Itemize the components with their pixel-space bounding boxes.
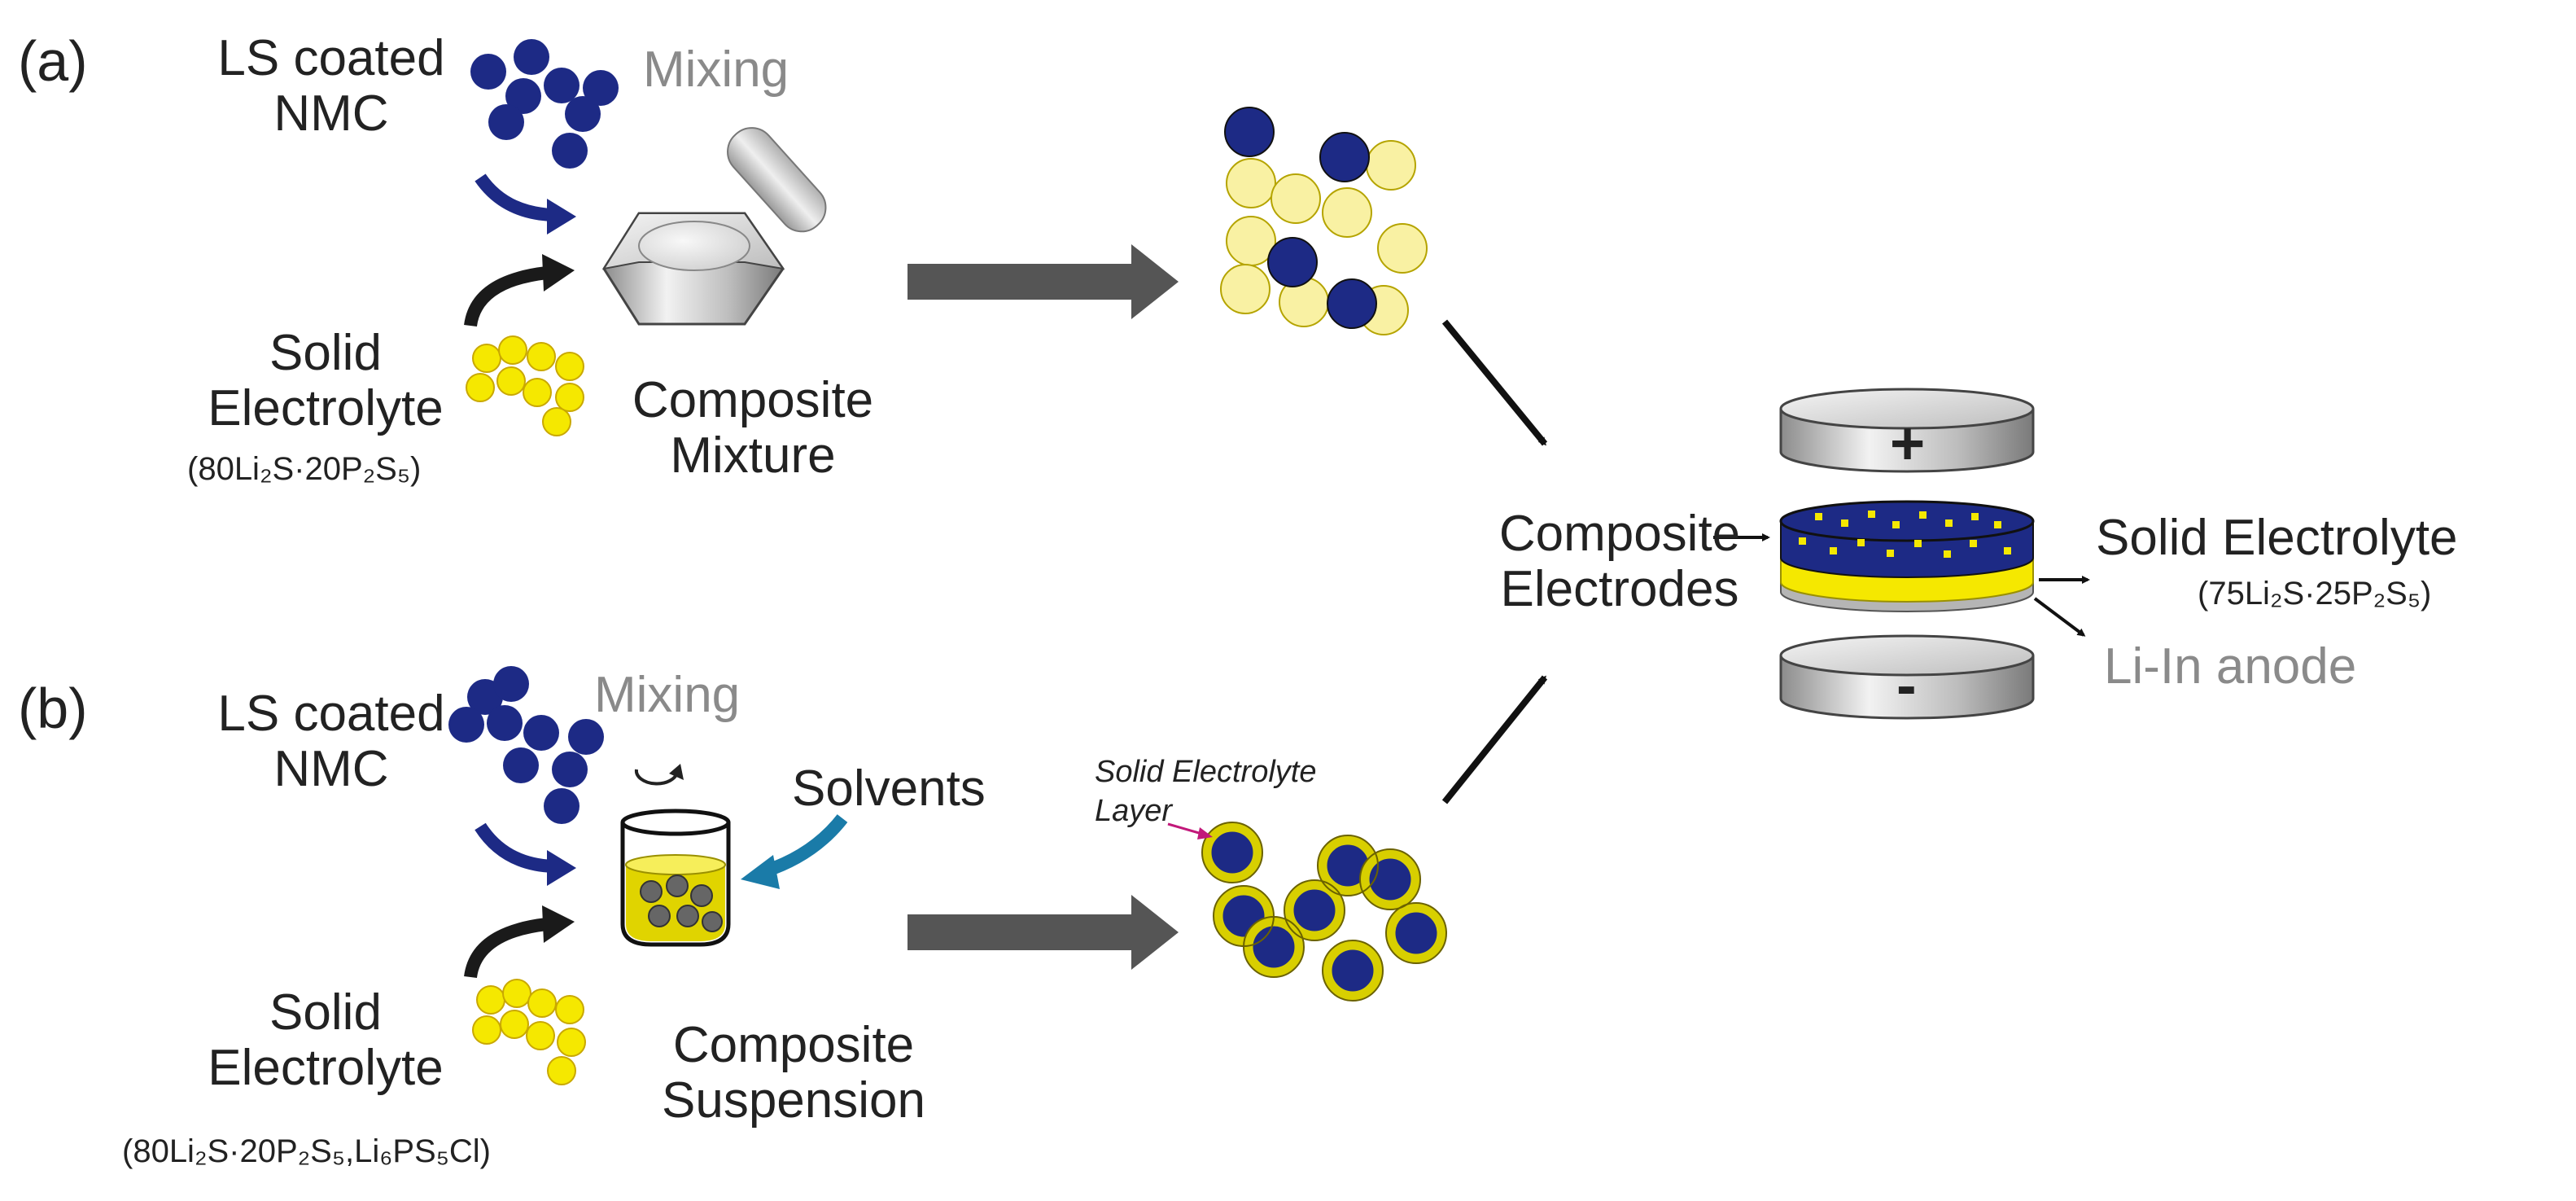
cathode-label-b: LS coated NMC [217, 686, 445, 798]
solvents-label: Solvents [792, 760, 986, 817]
composite-mixture-label: Composite Mixture [632, 372, 874, 484]
beaker [620, 809, 731, 947]
solid-electrolyte-formula: (75Li₂S·25P₂S₅) [2198, 576, 2432, 611]
electrolyte-label-b: Solid Electrolyte [208, 984, 444, 1097]
composite-electrodes-label: Composite Electrodes [1498, 506, 1741, 618]
arrow-to-anode-label [2033, 597, 2086, 637]
layer-pointer [1167, 822, 1213, 839]
cell-stack [1779, 500, 2035, 612]
process-arrow-a [908, 244, 1179, 319]
curved-arrow-black-b [464, 918, 548, 979]
anode-label: Li-In anode [2104, 638, 2357, 695]
stir-icon [634, 764, 684, 786]
panel-b-label: (b) [18, 677, 88, 740]
arrow-suspension-to-electrodes [1441, 675, 1548, 804]
electrolyte-label-a: Solid Electrolyte [208, 325, 444, 437]
curved-arrow-black-a [464, 266, 548, 327]
nmc-particles-a [470, 39, 619, 169]
composite-mixture-particles [1220, 107, 1428, 335]
composite-suspension-label: Composite Suspension [661, 1017, 926, 1129]
electrolyte-particles-a [466, 335, 584, 436]
process-arrow-b [908, 895, 1179, 970]
solid-electrolyte-label: Solid Electrolyte [2096, 510, 2458, 566]
electrolyte-formula-a: (80Li₂S·20P₂S₅) [187, 451, 422, 487]
cathode-label-a: LS coated NMC [217, 30, 445, 142]
mortar-pestle [601, 127, 827, 326]
solid-electrolyte-layer-label: Solid Electrolyte Layer [1095, 755, 1317, 828]
minus-sign: - [1896, 651, 1917, 719]
electrolyte-particles-b [472, 979, 586, 1085]
curved-arrow-blue-a [475, 173, 554, 221]
top-current-collector [1779, 388, 2035, 473]
nmc-particles-b [448, 666, 604, 824]
curved-arrow-blue-b [475, 822, 554, 873]
plus-sign: + [1890, 410, 1926, 477]
panel-a-label: (a) [18, 29, 88, 93]
electrolyte-formula-b: (80Li₂S·20P₂S₅,Li₆PS₅Cl) [122, 1133, 491, 1169]
curved-arrow-teal-solvents [763, 814, 848, 878]
coated-particles [1202, 822, 1446, 1001]
bottom-current-collector [1779, 634, 2035, 720]
mixing-label-b: Mixing [594, 667, 741, 723]
arrow-mixture-to-electrodes [1441, 319, 1548, 446]
mixing-label-a: Mixing [643, 42, 789, 98]
